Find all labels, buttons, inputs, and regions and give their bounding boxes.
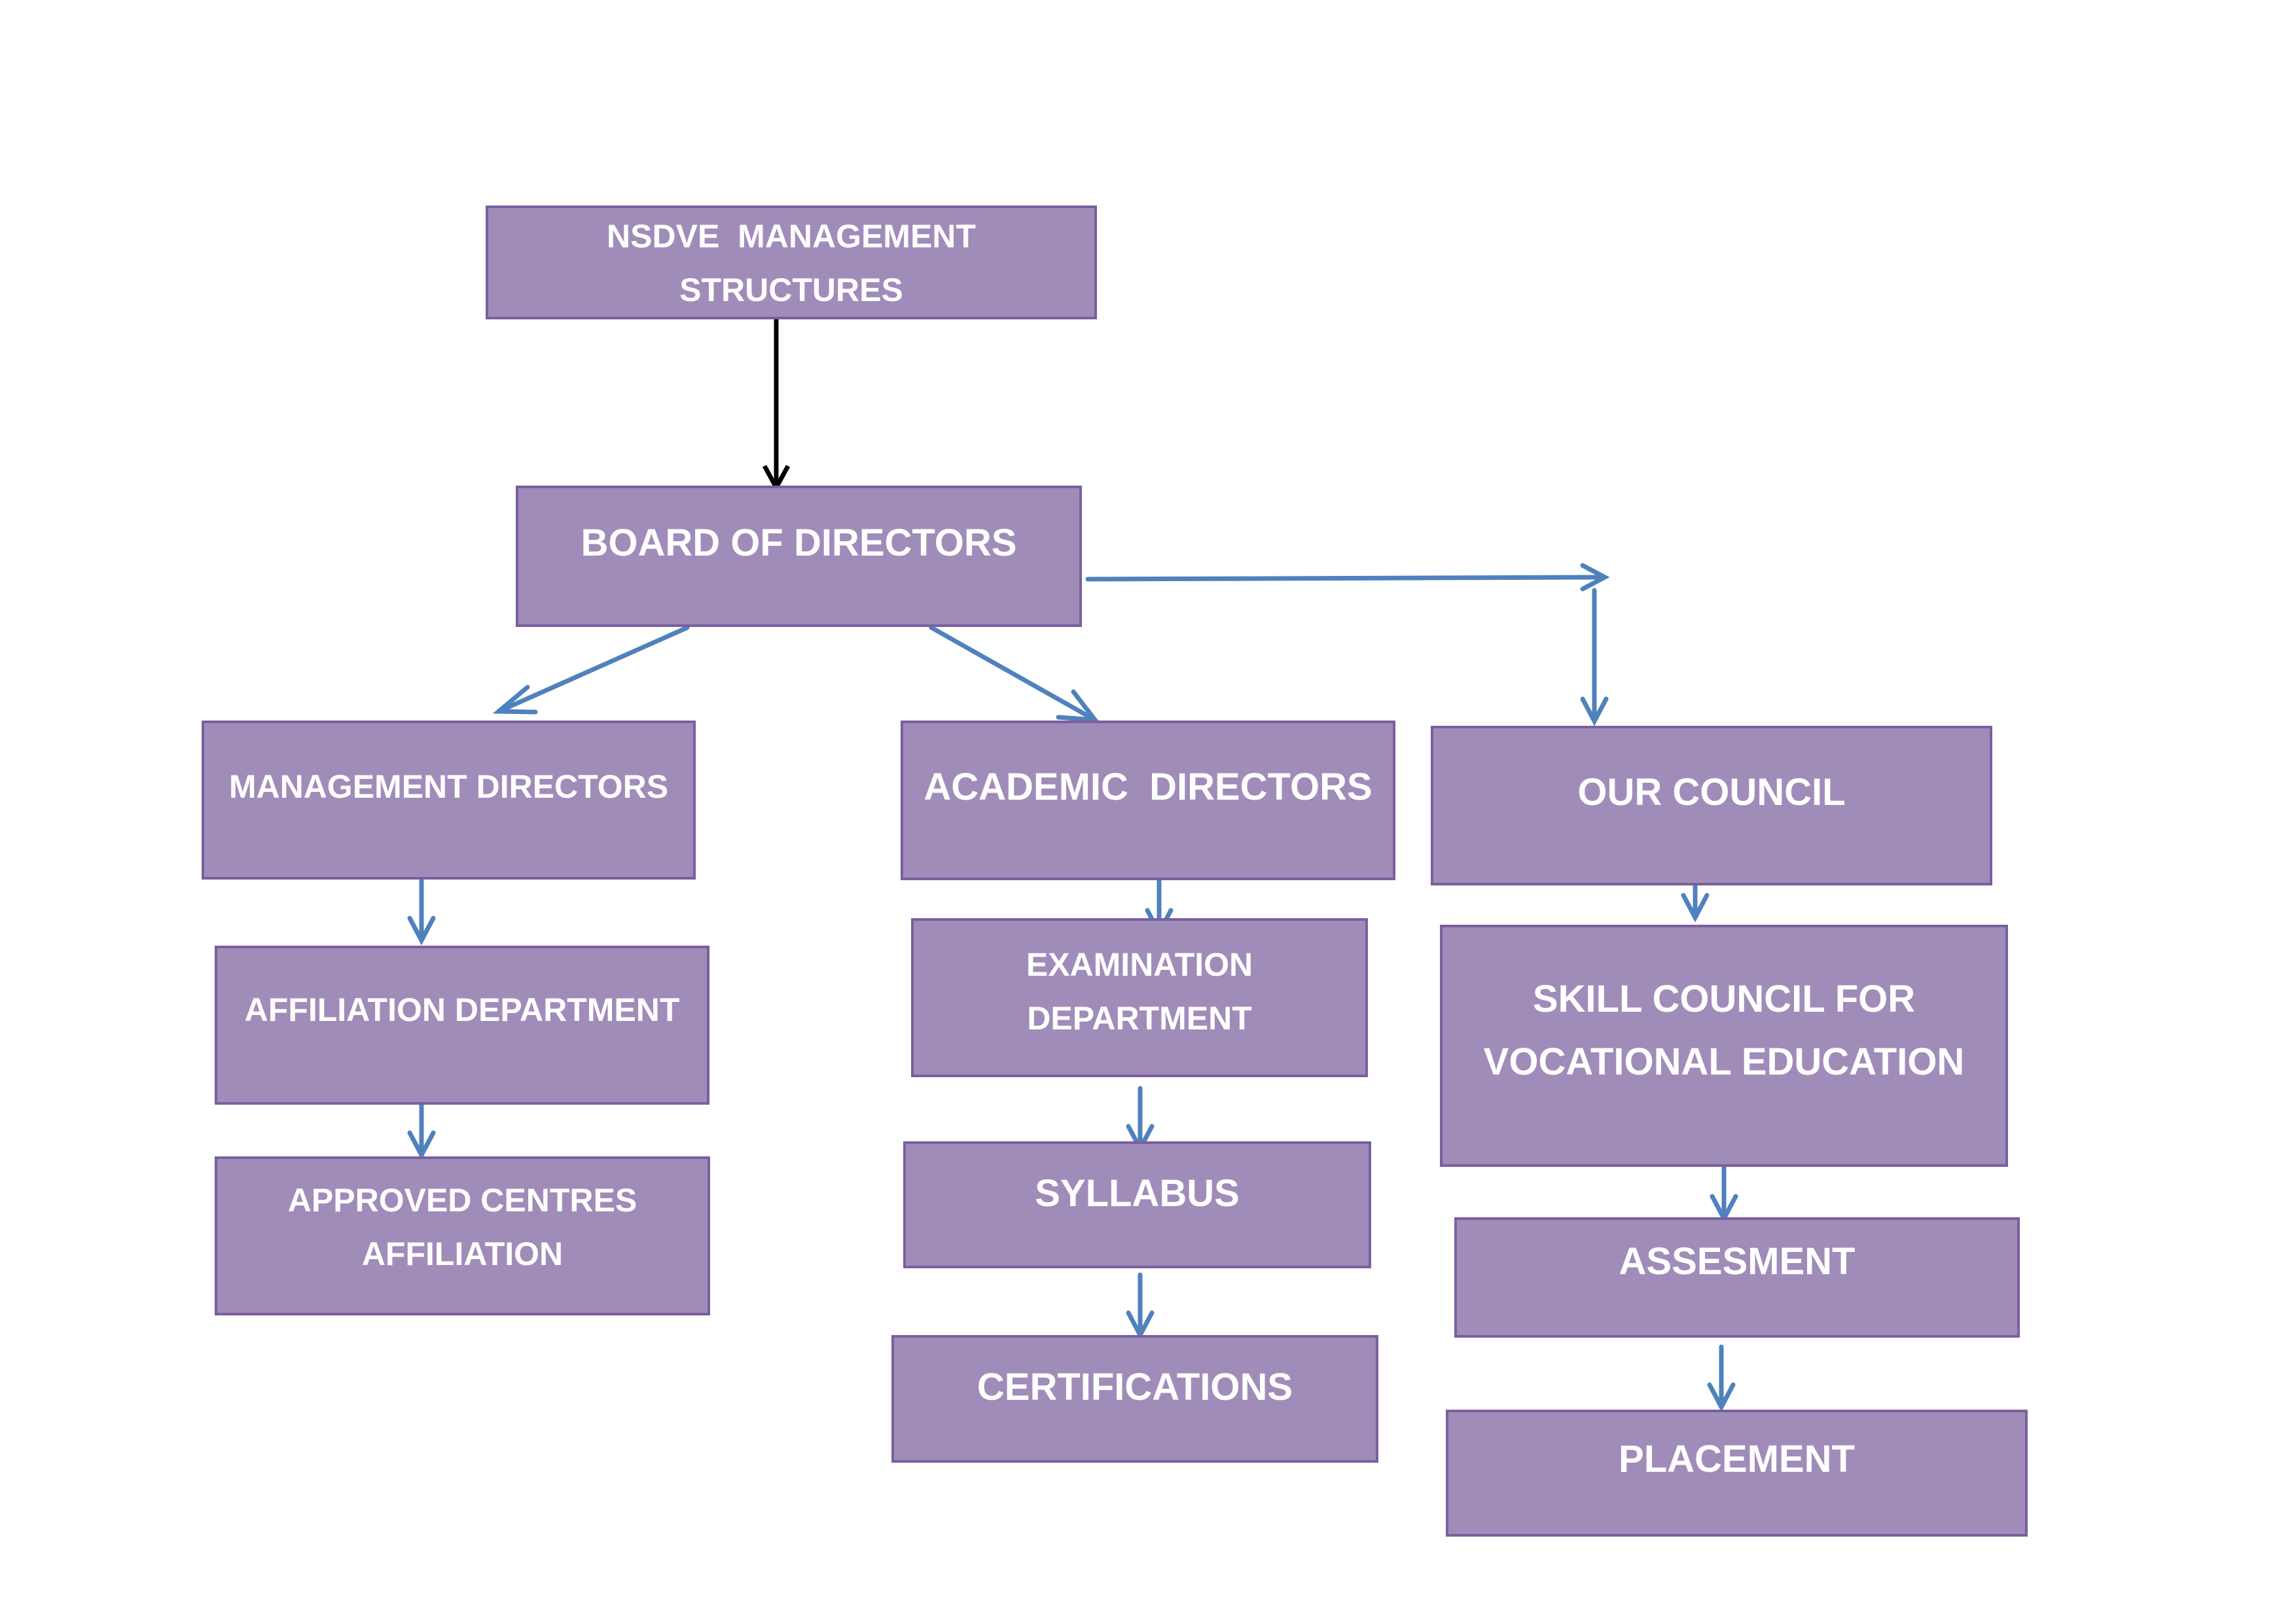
node-examination-line-2: DEPARTMENT — [1027, 1000, 1252, 1037]
node-assessment-label: ASSESMENT — [1619, 1240, 1856, 1283]
node-root: NSDVE MANAGEMENT STRUCTURES — [486, 205, 1097, 319]
node-skill-line-2: VOCATIONAL EDUCATION — [1483, 1041, 1965, 1083]
node-placement-label: PLACEMENT — [1619, 1438, 1855, 1480]
node-management: MANAGEMENT DIRECTORS — [202, 721, 696, 880]
node-affiliation-label: AFFILIATION DEPARTMENT — [244, 991, 680, 1028]
node-examination-line-1: EXAMINATION — [1026, 946, 1253, 983]
node-syllabus-label: SYLLABUS — [1035, 1172, 1240, 1215]
node-academic: ACADEMIC DIRECTORS — [901, 721, 1395, 880]
node-certifications-label: CERTIFICATIONS — [977, 1366, 1293, 1408]
node-skill: SKILL COUNCIL FOR VOCATIONAL EDUCATION — [1440, 925, 2008, 1167]
edge-board-management — [492, 625, 690, 715]
node-placement: PLACEMENT — [1446, 1410, 2028, 1537]
node-board-label: BOARD OF DIRECTORS — [581, 522, 1017, 564]
node-council: OUR COUNCIL — [1431, 726, 1992, 885]
node-skill-line-1: SKILL COUNCIL FOR — [1532, 978, 1916, 1020]
node-certifications: CERTIFICATIONS — [891, 1335, 1378, 1463]
node-board: BOARD OF DIRECTORS — [516, 486, 1082, 627]
node-approved-line-1: APPROVED CENTRES — [287, 1182, 637, 1219]
edge-assessment-placement — [1707, 1344, 1736, 1412]
edge-skill-assessment — [1710, 1164, 1738, 1224]
edge-affiliation-approved — [407, 1093, 436, 1160]
edge-management-affiliation — [407, 878, 436, 946]
node-root-line-2: STRUCTURES — [679, 272, 903, 308]
node-syllabus: SYLLABUS — [903, 1141, 1371, 1268]
edge-board-academic — [929, 625, 1100, 723]
node-management-label: MANAGEMENT DIRECTORS — [228, 768, 669, 805]
node-approved-line-2: AFFILIATION — [361, 1236, 564, 1272]
edge-examination-syllabus — [1126, 1086, 1155, 1154]
node-academic-label: ACADEMIC DIRECTORS — [924, 766, 1372, 808]
node-examination: EXAMINATION DEPARTMENT — [911, 918, 1368, 1077]
node-approved: APPROVED CENTRES AFFILIATION — [215, 1156, 710, 1315]
edge-root-board — [762, 319, 791, 493]
edge-board-council — [1085, 563, 1610, 726]
node-affiliation: AFFILIATION DEPARTMENT — [215, 946, 709, 1105]
node-council-label: OUR COUNCIL — [1577, 771, 1846, 813]
node-root-line-1: NSDVE MANAGEMENT — [607, 218, 976, 255]
node-assessment: ASSESMENT — [1454, 1217, 2020, 1338]
edge-syllabus-certifications — [1126, 1272, 1155, 1340]
